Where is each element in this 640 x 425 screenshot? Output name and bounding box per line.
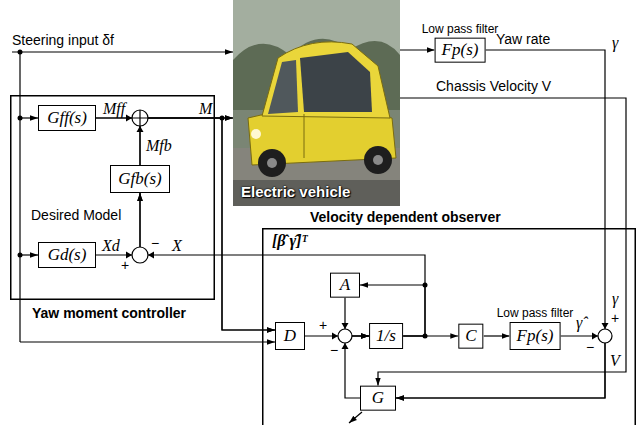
- input-label: Steering input δf: [12, 33, 114, 48]
- vehicle-photo: [233, 0, 400, 206]
- car-headlight: [251, 129, 261, 139]
- sign-label: +: [121, 258, 129, 273]
- matrix-block: A: [330, 273, 360, 298]
- block-symbol: C: [465, 327, 476, 346]
- signal-connector: [484, 335, 510, 336]
- filter-block: Low pass filterFp(s): [510, 322, 561, 350]
- block-symbol: Fp(s): [442, 41, 479, 60]
- car-hub: [267, 158, 277, 168]
- car-window: [300, 52, 372, 112]
- variable-gain-arrow: [349, 412, 362, 423]
- arrow-head: [332, 333, 338, 340]
- matrix-block: C: [458, 324, 483, 349]
- signal-label: V: [610, 352, 620, 370]
- transfer-block: Gfb(s): [110, 165, 170, 193]
- branch-dot: [18, 116, 23, 121]
- branch-dot: [423, 283, 428, 288]
- matrix-block: D: [275, 322, 305, 350]
- model-block: Desired ModelGd(s): [38, 242, 96, 268]
- block-symbol: 1/s: [376, 327, 396, 346]
- sign-label: −: [586, 340, 594, 355]
- arrow-head: [602, 323, 609, 329]
- car-wheel: [364, 146, 392, 174]
- sign-label: −: [330, 343, 338, 358]
- block-symbol: A: [340, 276, 350, 295]
- group-title: Velocity dependent observer: [310, 210, 501, 225]
- car-wheel: [258, 149, 286, 177]
- steering-wire: [20, 341, 275, 342]
- block-title: Desired Model: [31, 208, 121, 223]
- signal-label: γ̂: [576, 314, 582, 332]
- car-door-line: [304, 114, 305, 158]
- branch-dot: [220, 116, 225, 121]
- signal-connector: [396, 336, 605, 398]
- arrow-head: [592, 333, 598, 340]
- car-windshield: [268, 60, 298, 114]
- branch-dot: [18, 253, 23, 258]
- filter-block: Low pass filterFp(s): [435, 38, 486, 63]
- signal-connector: [378, 98, 626, 386]
- sign-label: −: [151, 236, 159, 251]
- arrow-head: [342, 323, 349, 329]
- photo-shadow: [233, 180, 400, 206]
- signal-label: Mfb: [146, 137, 172, 155]
- steering-wire: [12, 51, 233, 52]
- group-title: Yaw moment controller: [32, 306, 186, 321]
- car-hub: [373, 155, 383, 165]
- controller-group: Gff(s)Gfb(s)Desired ModelGd(s)Yaw moment…: [10, 95, 215, 300]
- branch-dot: [18, 50, 23, 55]
- signal-label: γ: [612, 290, 618, 308]
- photo-caption: Electric vehicle: [241, 184, 350, 201]
- branch-dot: [423, 334, 428, 339]
- signal-label: X: [172, 237, 182, 255]
- arrow-head: [342, 343, 349, 349]
- steering-wire: [19, 52, 20, 342]
- summing-junction: [338, 329, 352, 343]
- steering-wire: [20, 117, 38, 118]
- block-symbol: Gd(s): [48, 246, 87, 265]
- photo-ground: [233, 0, 400, 206]
- signal-label: γ: [612, 34, 618, 52]
- vehicle-photo: Electric vehicle: [233, 0, 400, 206]
- transfer-block: Gff(s): [38, 105, 96, 131]
- sign-label: +: [611, 311, 619, 326]
- signal-connector: [96, 193, 140, 255]
- block-title: Low pass filter: [422, 22, 499, 35]
- block-symbol: D: [284, 327, 296, 346]
- sign-label: +: [319, 318, 327, 333]
- summing-junction: [132, 110, 148, 126]
- connector-label: Chassis Velocity V: [436, 79, 551, 94]
- arrow-head: [148, 252, 154, 259]
- arrow-head: [137, 126, 144, 132]
- summing-junction: [132, 247, 148, 263]
- signal-connector: [400, 49, 435, 50]
- signal-label: Xd: [102, 237, 120, 255]
- state-label: [β̂ γ̂]ᵀ: [272, 232, 307, 250]
- integrator-block: 1/s: [369, 323, 403, 349]
- car-cabin: [262, 42, 390, 118]
- block-symbol: G: [372, 389, 384, 408]
- block-title: Low pass filter: [497, 307, 574, 320]
- arrow-head: [126, 115, 132, 122]
- block-symbol: Fp(s): [517, 327, 554, 346]
- junction-cross: [132, 110, 148, 126]
- summing-junction: [598, 329, 612, 343]
- signal-label: Mff: [103, 100, 125, 118]
- connector-label: Yaw rate: [496, 32, 550, 47]
- block-symbol: Gfb(s): [118, 170, 161, 189]
- signal-connector: [140, 118, 233, 165]
- gain-block: G: [360, 386, 396, 411]
- block-symbol: Gff(s): [47, 109, 87, 128]
- signal-label: M: [199, 100, 212, 118]
- steering-wire: [20, 254, 38, 255]
